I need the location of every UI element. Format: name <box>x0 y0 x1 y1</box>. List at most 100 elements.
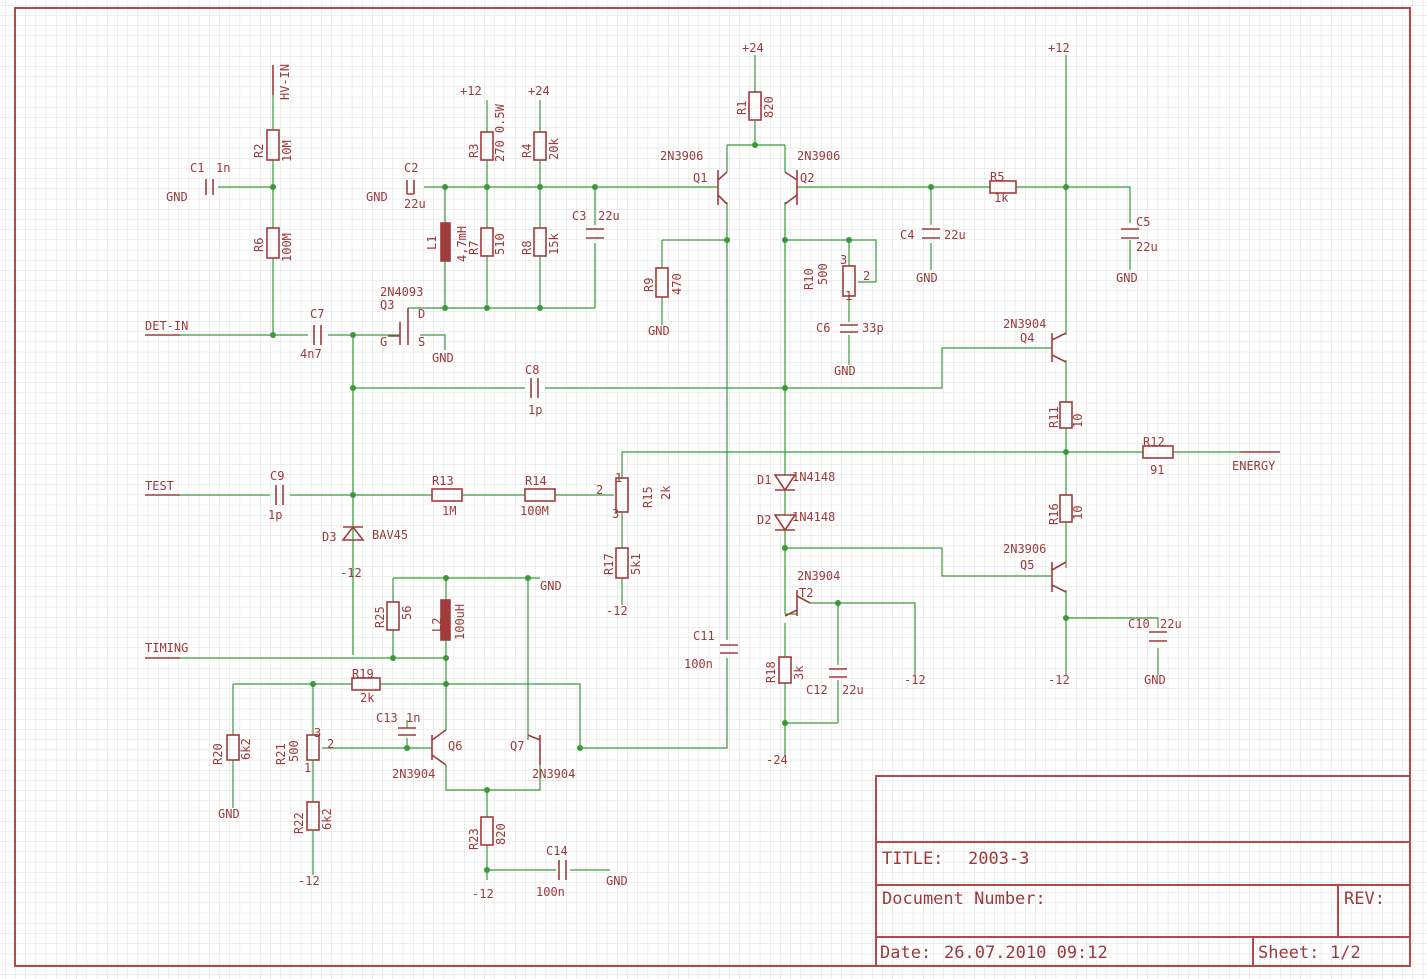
component-label-c13: C13 <box>376 711 398 725</box>
component-label-q2: Q2 <box>800 171 814 185</box>
component-label-c9: C9 <box>270 469 284 483</box>
component-label-q3g: G <box>380 335 387 349</box>
component-label-r5v: 1k <box>994 191 1009 205</box>
component-label-q7: Q7 <box>510 739 524 753</box>
component-label-r22: R22 <box>292 812 306 834</box>
component-label-r10: R10 <box>802 268 816 290</box>
component-label-q5: Q5 <box>1020 558 1034 572</box>
component-label-r20v: 6k2 <box>239 738 253 760</box>
component-label-r25v: 56 <box>400 606 414 620</box>
component-label-r19: R19 <box>352 667 374 681</box>
component-label-gnd7: GND <box>1116 271 1138 285</box>
component-label-r14v: 100M <box>520 504 549 518</box>
component-label-c8v: 1p <box>528 403 542 417</box>
component-label-gnd3: GND <box>432 351 454 365</box>
component-label-c2: C2 <box>404 161 418 175</box>
component-label-gnd9: GND <box>540 579 562 593</box>
component-label-q3s: S <box>418 335 425 349</box>
component-label-q4: Q4 <box>1020 331 1034 345</box>
component-label-r15v: 2k <box>659 485 673 500</box>
component-label-r6: R6 <box>252 238 266 252</box>
component-label-r10p1: 1 <box>845 289 852 303</box>
component-label-r6v: 100M <box>280 233 294 262</box>
component-label-r1: R1 <box>735 101 749 115</box>
component-label-c3: C3 <box>572 209 586 223</box>
sheet-label: Sheet: <box>1258 943 1319 963</box>
component-label-d3: D3 <box>322 530 336 544</box>
component-label-p12b: +12 <box>1048 41 1070 55</box>
component-label-r22v: 6k2 <box>320 808 334 830</box>
port-label-test: TEST <box>145 479 174 493</box>
sheet-value: 1/2 <box>1330 943 1361 963</box>
component-label-q6t: 2N3904 <box>392 767 435 781</box>
component-label-r17v: 5k1 <box>629 553 643 575</box>
component-label-l2v: 100uH <box>453 604 467 640</box>
port-label-timing: TIMING <box>145 641 188 655</box>
component-label-c1: C1 <box>190 161 204 175</box>
title-label: TITLE: <box>882 849 943 869</box>
component-label-c1v: 1n <box>216 161 230 175</box>
document-number-label: Document Number: <box>882 889 1046 909</box>
component-label-c10v: 22u <box>1160 617 1182 631</box>
component-label-t2t: 2N3904 <box>797 569 840 583</box>
component-label-c6: C6 <box>816 321 830 335</box>
component-label-c5v: 22u <box>1136 240 1158 254</box>
component-label-t2: T2 <box>799 586 813 600</box>
component-label-r16: R16 <box>1047 503 1061 525</box>
component-label-r21v: 500 <box>287 740 301 762</box>
component-label-r8v: 15k <box>547 233 561 255</box>
component-label-m12e: -12 <box>904 673 926 687</box>
component-label-gnd10: GND <box>218 807 240 821</box>
component-label-r25: R25 <box>373 606 387 628</box>
component-label-c7: C7 <box>310 307 324 321</box>
component-label-r9v: 470 <box>670 273 684 295</box>
component-label-m24: -24 <box>766 753 788 767</box>
component-label-gnd1: GND <box>166 190 188 204</box>
component-label-r23v: 820 <box>494 823 508 845</box>
component-label-c14: C14 <box>546 844 568 858</box>
component-label-r11v: 10 <box>1071 414 1085 428</box>
component-label-q7t: 2N3904 <box>532 767 575 781</box>
component-label-r13: R13 <box>432 474 454 488</box>
component-label-r4: R4 <box>520 144 534 158</box>
component-label-r2v: 10M <box>280 140 294 162</box>
component-label-l2: L2 <box>430 618 444 632</box>
component-label-c10: C10 <box>1128 617 1150 631</box>
component-label-r10p3: 3 <box>840 253 847 267</box>
component-label-d1v: 1N4148 <box>792 470 835 484</box>
component-label-c3v: 22u <box>598 209 620 223</box>
component-label-r15p1: 1 <box>615 471 622 485</box>
component-label-c11: C11 <box>693 629 715 643</box>
component-label-c13v: 1n <box>406 711 420 725</box>
component-label-c12v: 22u <box>842 683 864 697</box>
component-label-p24a: +24 <box>528 84 550 98</box>
component-label-r16v: 10 <box>1071 506 1085 520</box>
component-label-m12a: -12 <box>340 566 362 580</box>
component-label-c2v: 22u <box>404 197 426 211</box>
component-label-gnd5: GND <box>834 364 856 378</box>
component-label-c14v: 100n <box>536 885 565 899</box>
component-label-r21p1: 1 <box>304 761 311 775</box>
component-label-r12: R12 <box>1143 435 1165 449</box>
component-label-r4v: 20k <box>547 138 561 160</box>
component-label-gnd4: GND <box>648 324 670 338</box>
component-label-r20: R20 <box>211 743 225 765</box>
component-label-m12c: -12 <box>606 604 628 618</box>
component-label-r18v: 3k <box>792 665 806 680</box>
component-label-r1v: 820 <box>762 96 776 118</box>
rev-label: REV: <box>1344 889 1385 909</box>
sheet-frame <box>14 7 1411 967</box>
component-label-c6v: 33p <box>862 321 884 335</box>
component-label-gnd11: GND <box>606 874 628 888</box>
components <box>145 65 1280 880</box>
component-label-r12v: 91 <box>1150 463 1164 477</box>
component-label-p12a: +12 <box>460 84 482 98</box>
component-label-r13v: 1M <box>442 504 456 518</box>
title-block: TITLE: 2003-3 Document Number: REV: Date… <box>875 775 1411 967</box>
title-value: 2003-3 <box>968 849 1029 869</box>
component-label-r11: R11 <box>1047 406 1061 428</box>
component-label-r23: R23 <box>467 828 481 850</box>
component-label-r19v: 2k <box>360 691 375 705</box>
